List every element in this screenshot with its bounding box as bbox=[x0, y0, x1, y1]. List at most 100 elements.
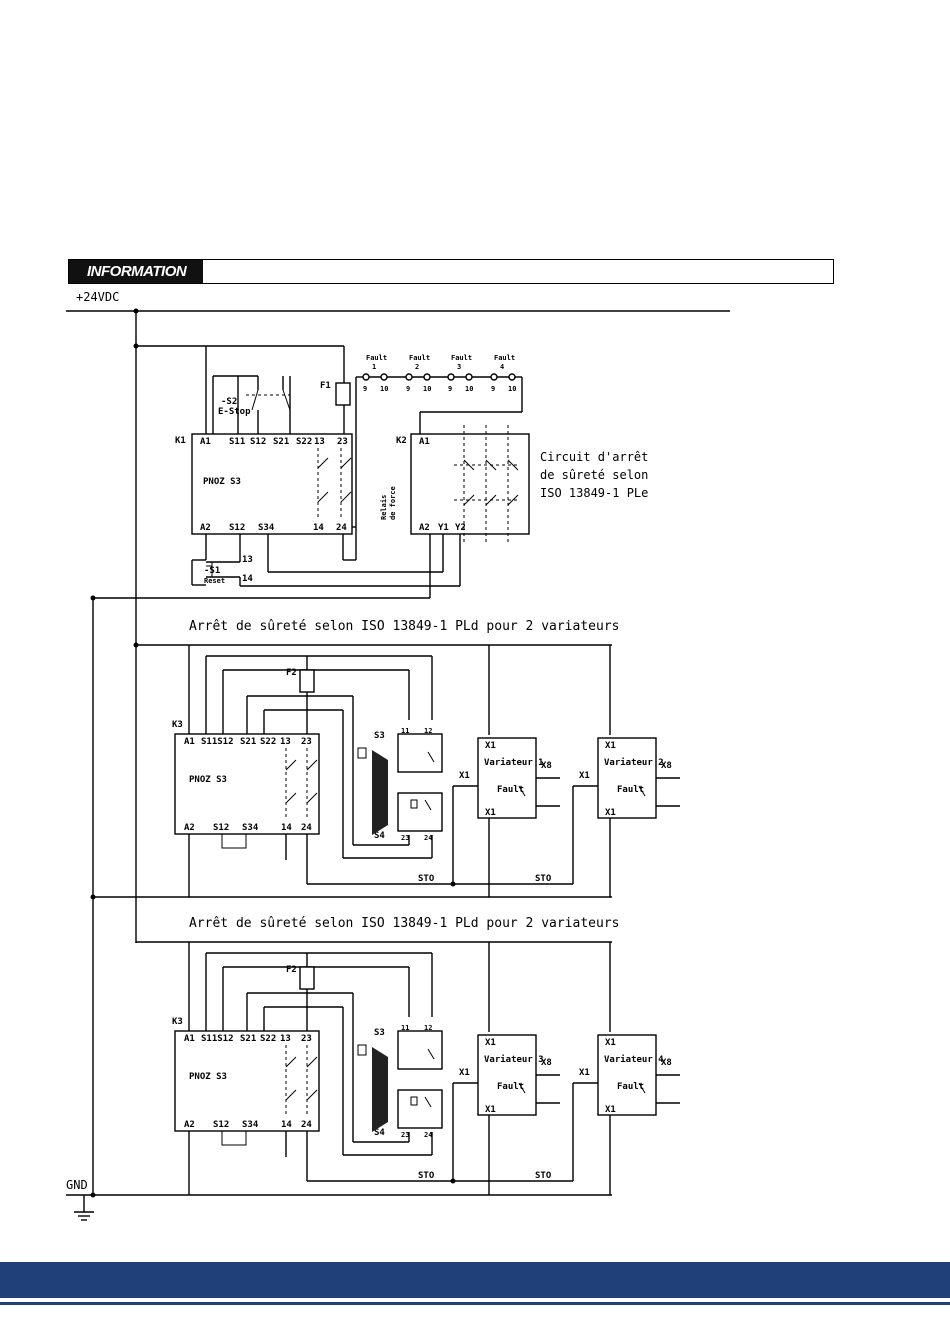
svg-text:A1: A1 bbox=[184, 737, 195, 747]
svg-text:23: 23 bbox=[401, 1131, 409, 1139]
svg-text:S11S12: S11S12 bbox=[201, 737, 234, 747]
svg-text:STO: STO bbox=[418, 874, 435, 884]
svg-text:A2: A2 bbox=[184, 1120, 195, 1130]
svg-text:STO: STO bbox=[535, 874, 552, 884]
svg-text:S22: S22 bbox=[260, 737, 276, 747]
svg-text:X8: X8 bbox=[541, 761, 552, 771]
svg-text:-S2: -S2 bbox=[221, 397, 237, 407]
svg-text:K3: K3 bbox=[172, 1017, 183, 1027]
svg-text:23: 23 bbox=[401, 834, 409, 842]
ple-note-line3: ISO 13849-1 PLe bbox=[540, 486, 648, 500]
svg-text:9: 9 bbox=[448, 385, 452, 393]
svg-text:Relais: Relais bbox=[380, 495, 388, 520]
footer-band bbox=[0, 1262, 950, 1298]
svg-text:F2: F2 bbox=[286, 668, 297, 678]
svg-text:Fault: Fault bbox=[617, 785, 644, 795]
ple-note-line1: Circuit d'arrêt bbox=[540, 450, 648, 464]
information-label: INFORMATION bbox=[69, 260, 203, 283]
svg-text:F1: F1 bbox=[320, 381, 331, 391]
svg-text:X1: X1 bbox=[485, 741, 496, 751]
svg-text:PNOZ S3: PNOZ S3 bbox=[203, 477, 241, 487]
estop-switch: -S2 E-Stop bbox=[212, 375, 291, 434]
svg-text:Y2: Y2 bbox=[455, 523, 466, 533]
svg-text:S12: S12 bbox=[229, 523, 245, 533]
ple-note-line2: de sûreté selon bbox=[540, 468, 648, 482]
svg-text:S22: S22 bbox=[260, 1034, 276, 1044]
svg-text:A1: A1 bbox=[184, 1034, 195, 1044]
svg-text:X1: X1 bbox=[605, 1038, 616, 1048]
svg-text:E-Stop: E-Stop bbox=[218, 407, 251, 417]
svg-text:S22: S22 bbox=[296, 437, 312, 447]
svg-text:PNOZ S3: PNOZ S3 bbox=[189, 1072, 227, 1082]
relay-k2: K2 A1 A2 Y1 Y2 Relais de force bbox=[380, 425, 530, 545]
svg-text:A2: A2 bbox=[200, 523, 211, 533]
svg-text:STO: STO bbox=[535, 1171, 552, 1181]
svg-text:F2: F2 bbox=[286, 965, 297, 975]
relay-k1: K1 PNOZ S3 A1 S11 S12 S21 S22 13 23 A2 S… bbox=[175, 433, 353, 535]
svg-text:Variateur 2: Variateur 2 bbox=[604, 757, 664, 768]
svg-text:S34: S34 bbox=[258, 523, 275, 533]
svg-text:K1: K1 bbox=[175, 436, 186, 446]
svg-text:X1: X1 bbox=[605, 741, 616, 751]
svg-text:Fault: Fault bbox=[494, 354, 515, 362]
svg-text:X1: X1 bbox=[459, 1068, 470, 1078]
svg-text:S3: S3 bbox=[374, 731, 385, 741]
svg-text:A2: A2 bbox=[184, 823, 195, 833]
svg-text:X1: X1 bbox=[579, 771, 590, 781]
ground-symbol bbox=[74, 1211, 94, 1221]
svg-text:13: 13 bbox=[314, 437, 325, 447]
svg-text:Arrêt de sûreté selon ISO 1384: Arrêt de sûreté selon ISO 13849-1 PLd po… bbox=[189, 619, 619, 634]
svg-text:Arrêt de sûreté selon ISO 1384: Arrêt de sûreté selon ISO 13849-1 PLd po… bbox=[189, 916, 619, 931]
svg-text:X1: X1 bbox=[485, 808, 496, 818]
svg-text:K3: K3 bbox=[172, 720, 183, 730]
svg-text:S4: S4 bbox=[374, 831, 385, 841]
svg-text:24: 24 bbox=[424, 1131, 432, 1139]
svg-text:10: 10 bbox=[508, 385, 516, 393]
svg-text:10: 10 bbox=[465, 385, 473, 393]
svg-text:24: 24 bbox=[336, 523, 347, 533]
svg-text:14: 14 bbox=[281, 1120, 292, 1130]
svg-text:24: 24 bbox=[301, 823, 312, 833]
svg-text:23: 23 bbox=[301, 737, 312, 747]
drive-section-1: Arrêt de sûreté selon ISO 13849-1 PLd po… bbox=[136, 619, 680, 897]
svg-text:S11S12: S11S12 bbox=[201, 1034, 234, 1044]
svg-text:14: 14 bbox=[313, 523, 324, 533]
svg-text:Fault: Fault bbox=[617, 1082, 644, 1092]
svg-text:1: 1 bbox=[372, 363, 376, 371]
svg-text:24: 24 bbox=[301, 1120, 312, 1130]
svg-text:3: 3 bbox=[457, 363, 461, 371]
svg-text:Y1: Y1 bbox=[438, 523, 449, 533]
svg-text:13: 13 bbox=[242, 555, 253, 565]
footer-line bbox=[0, 1302, 950, 1305]
svg-text:Fault: Fault bbox=[497, 785, 524, 795]
svg-text:S21: S21 bbox=[240, 737, 256, 747]
svg-text:de force: de force bbox=[389, 486, 397, 520]
ground-label: GND bbox=[66, 1178, 88, 1192]
svg-text:X8: X8 bbox=[661, 761, 672, 771]
svg-text:S12: S12 bbox=[213, 823, 229, 833]
svg-text:-S1: -S1 bbox=[204, 566, 220, 576]
svg-text:13: 13 bbox=[280, 737, 291, 747]
svg-text:10: 10 bbox=[380, 385, 388, 393]
svg-text:STO: STO bbox=[418, 1171, 435, 1181]
svg-text:S11: S11 bbox=[229, 437, 245, 447]
svg-text:X1: X1 bbox=[579, 1068, 590, 1078]
svg-text:Fault: Fault bbox=[366, 354, 387, 362]
svg-text:11: 11 bbox=[401, 1024, 409, 1032]
svg-text:4: 4 bbox=[500, 363, 504, 371]
svg-text:23: 23 bbox=[337, 437, 348, 447]
svg-text:14: 14 bbox=[281, 823, 292, 833]
svg-text:23: 23 bbox=[301, 1034, 312, 1044]
svg-text:Reset: Reset bbox=[204, 577, 225, 585]
svg-text:11: 11 bbox=[401, 727, 409, 735]
svg-text:PNOZ S3: PNOZ S3 bbox=[189, 775, 227, 785]
svg-text:14: 14 bbox=[242, 574, 253, 584]
svg-text:S3: S3 bbox=[374, 1028, 385, 1038]
svg-text:X1: X1 bbox=[459, 771, 470, 781]
svg-text:S12: S12 bbox=[250, 437, 266, 447]
svg-text:Fault: Fault bbox=[451, 354, 472, 362]
svg-text:Variateur 1: Variateur 1 bbox=[484, 757, 544, 768]
svg-text:S21: S21 bbox=[240, 1034, 256, 1044]
svg-text:Fault: Fault bbox=[497, 1082, 524, 1092]
svg-text:S21: S21 bbox=[273, 437, 289, 447]
